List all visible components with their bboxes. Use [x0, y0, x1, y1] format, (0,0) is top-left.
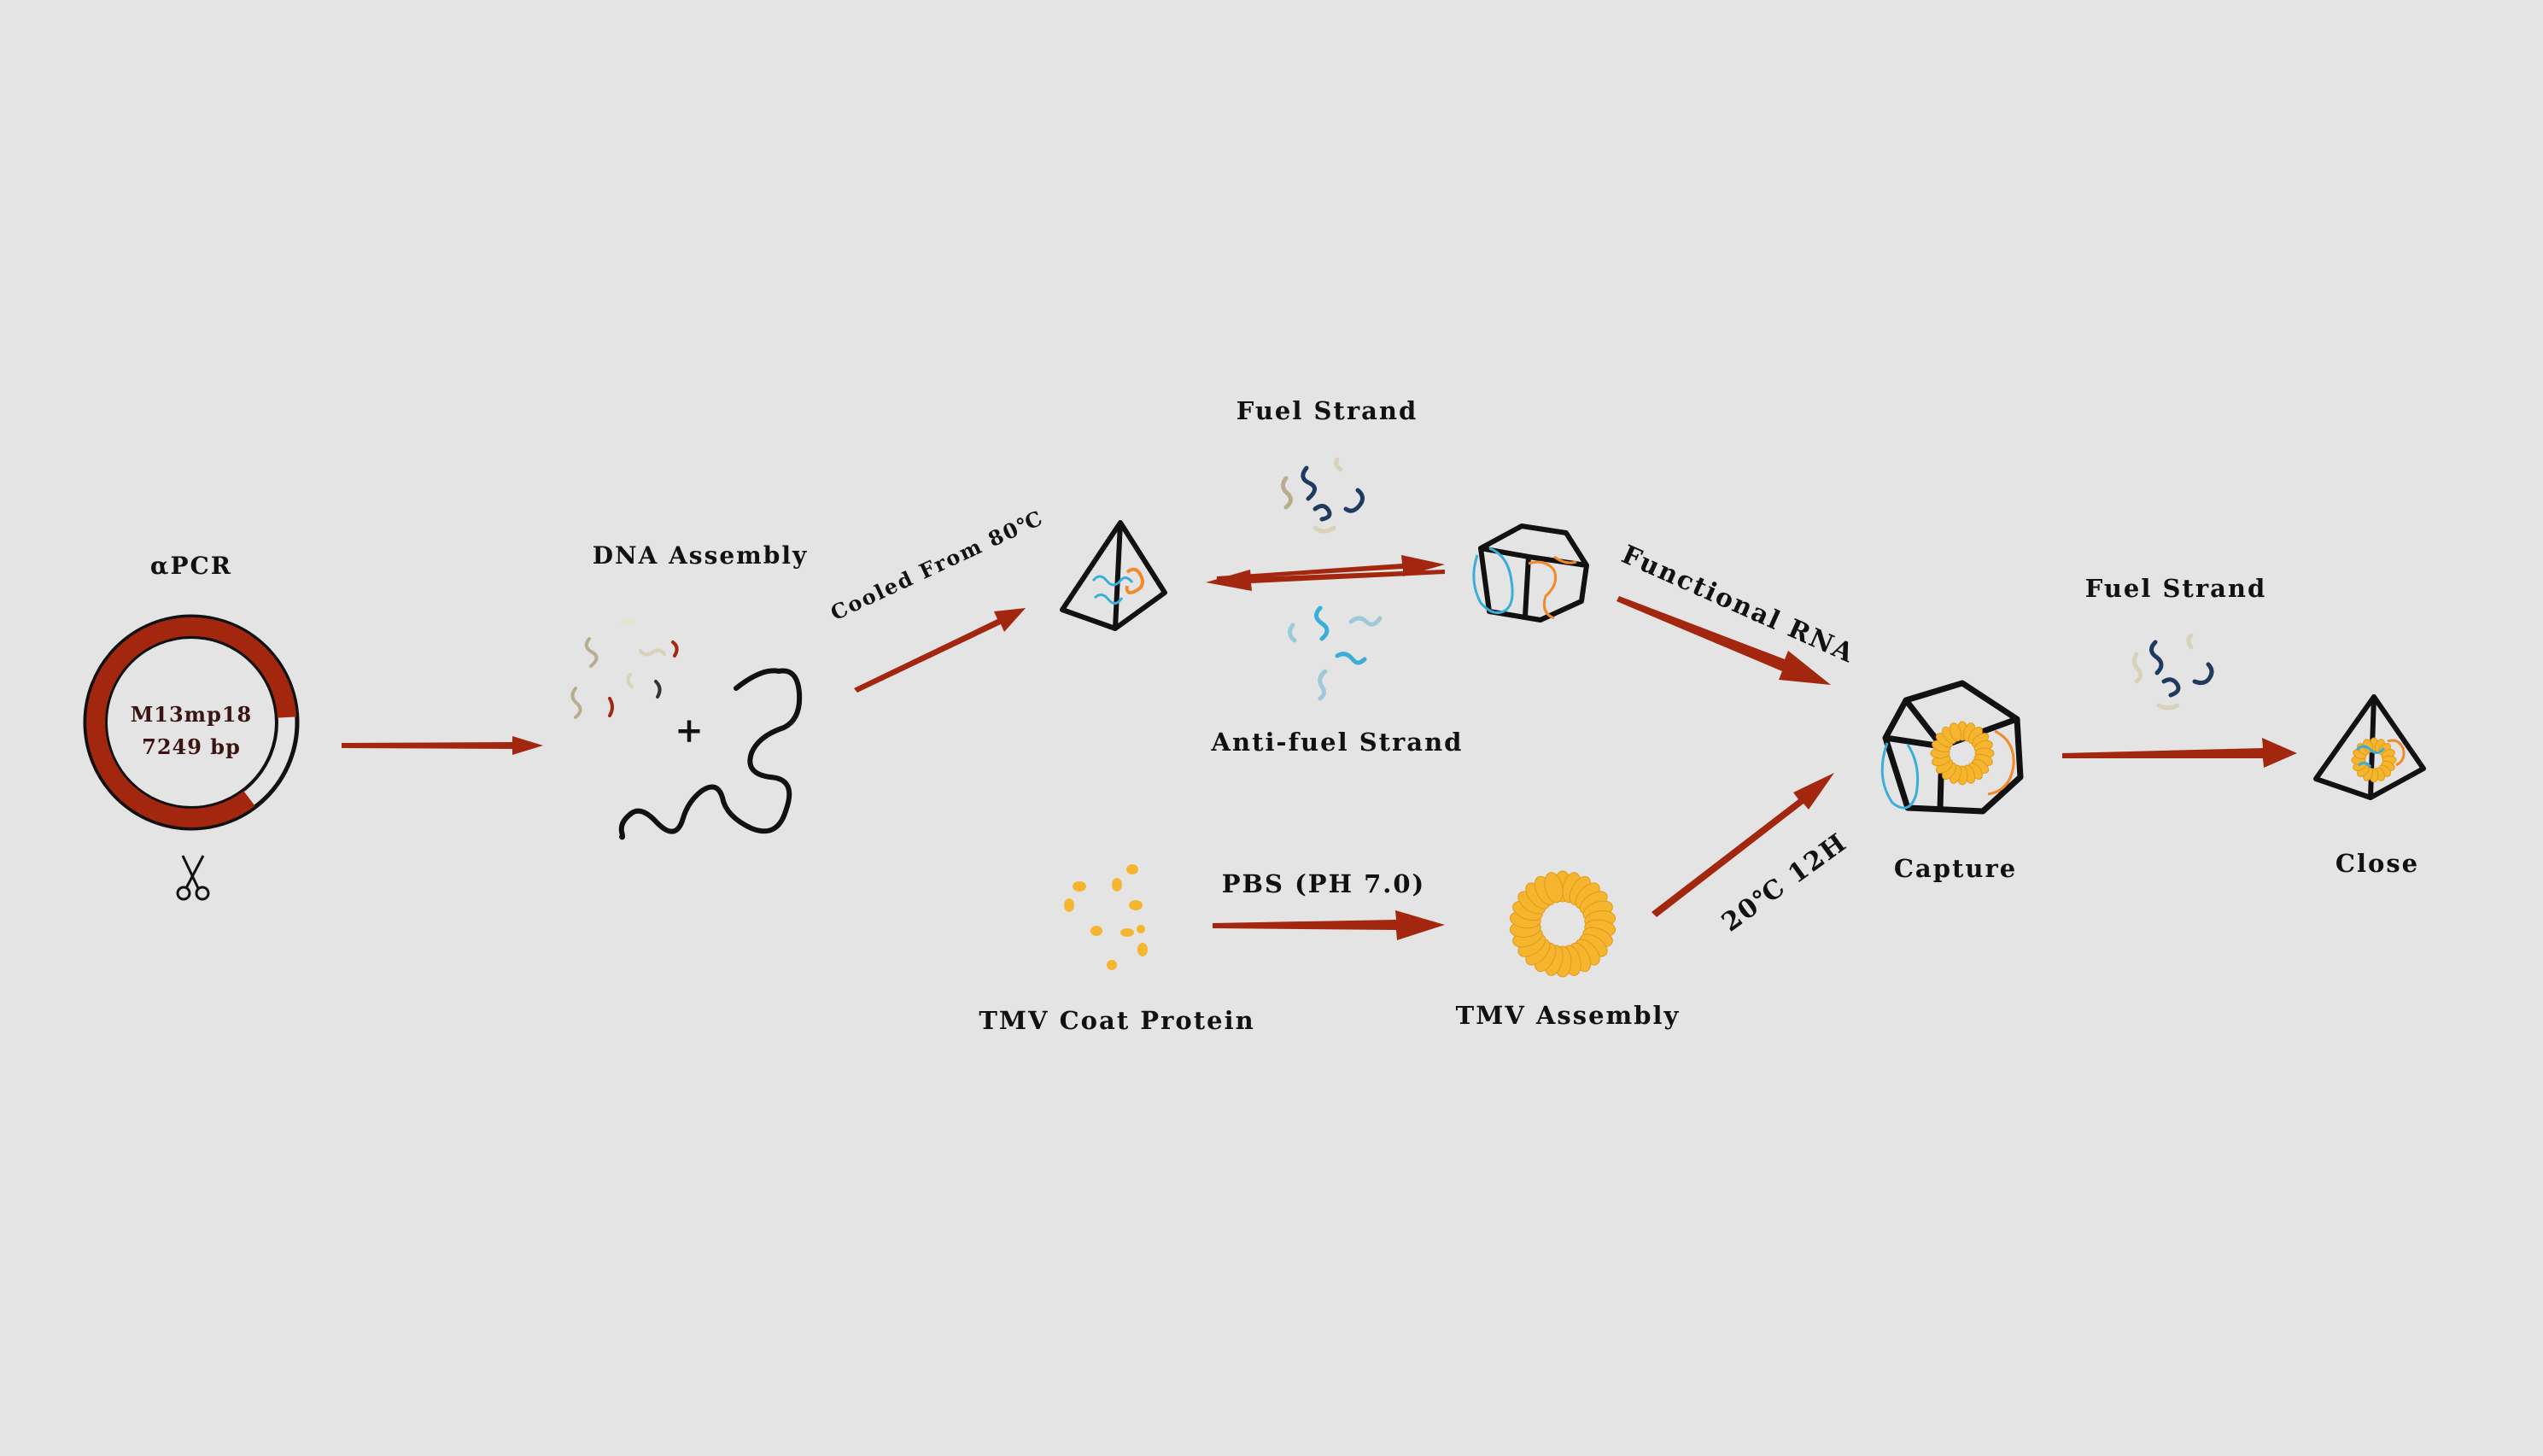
- arrow-forward-equilibrium: [1217, 555, 1445, 580]
- arrow-pbs: [1213, 910, 1445, 940]
- fuel-strand-icon: [1281, 457, 1365, 534]
- arrow-incubation: [1651, 773, 1834, 917]
- anti-fuel-strand-label: Anti-fuel Strand: [1211, 728, 1464, 757]
- dna-tetrahedron-icon: [1060, 520, 1167, 631]
- plasmid-size: 7249 bp: [142, 734, 241, 759]
- open-dna-box-icon: [1472, 523, 1589, 623]
- tmv-assembly-icon: [1509, 870, 1616, 978]
- capture-box-icon: [1880, 680, 2024, 815]
- fuel-strand-top-label: Fuel Strand: [1236, 396, 1418, 425]
- scaffold-strand-icon: [618, 668, 803, 840]
- arrow-reverse-equilibrium: [1206, 570, 1445, 591]
- fuel-strand-right-icon: [2131, 633, 2214, 710]
- apcr-label: αPCR: [149, 552, 233, 580]
- arrow-cooled: [854, 608, 1026, 693]
- arrow-functional-rna: [1616, 596, 1831, 685]
- tmv-subunit: [1544, 872, 1564, 903]
- scissors-icon: [176, 855, 210, 901]
- plasmid-icon: [83, 614, 300, 831]
- closed-tetrahedron-icon: [2313, 694, 2426, 800]
- capture-label: Capture: [1893, 854, 2018, 883]
- arrow-plasmid-to-assembly: [342, 736, 543, 755]
- fuel-strand-right-label: Fuel Strand: [2084, 574, 2267, 603]
- close-label: Close: [2335, 849, 2420, 878]
- tmv-coat-protein-label: TMV Coat Protein: [979, 1006, 1255, 1035]
- pbs-label: PBS (PH 7.0): [1221, 869, 1426, 898]
- plasmid-name: M13mp18: [130, 702, 253, 727]
- plus-sign: +: [675, 710, 705, 751]
- tmv-subunit: [1949, 722, 1962, 742]
- anti-fuel-strand-icon: [1288, 605, 1383, 701]
- staple-strands-icon: [570, 619, 679, 719]
- tmv-coat-protein-icon: [1064, 864, 1148, 970]
- arrow-capture-to-close: [2062, 738, 2297, 768]
- dna-assembly-label: DNA Assembly: [592, 541, 809, 570]
- tmv-assembly-label: TMV Assembly: [1455, 1001, 1681, 1030]
